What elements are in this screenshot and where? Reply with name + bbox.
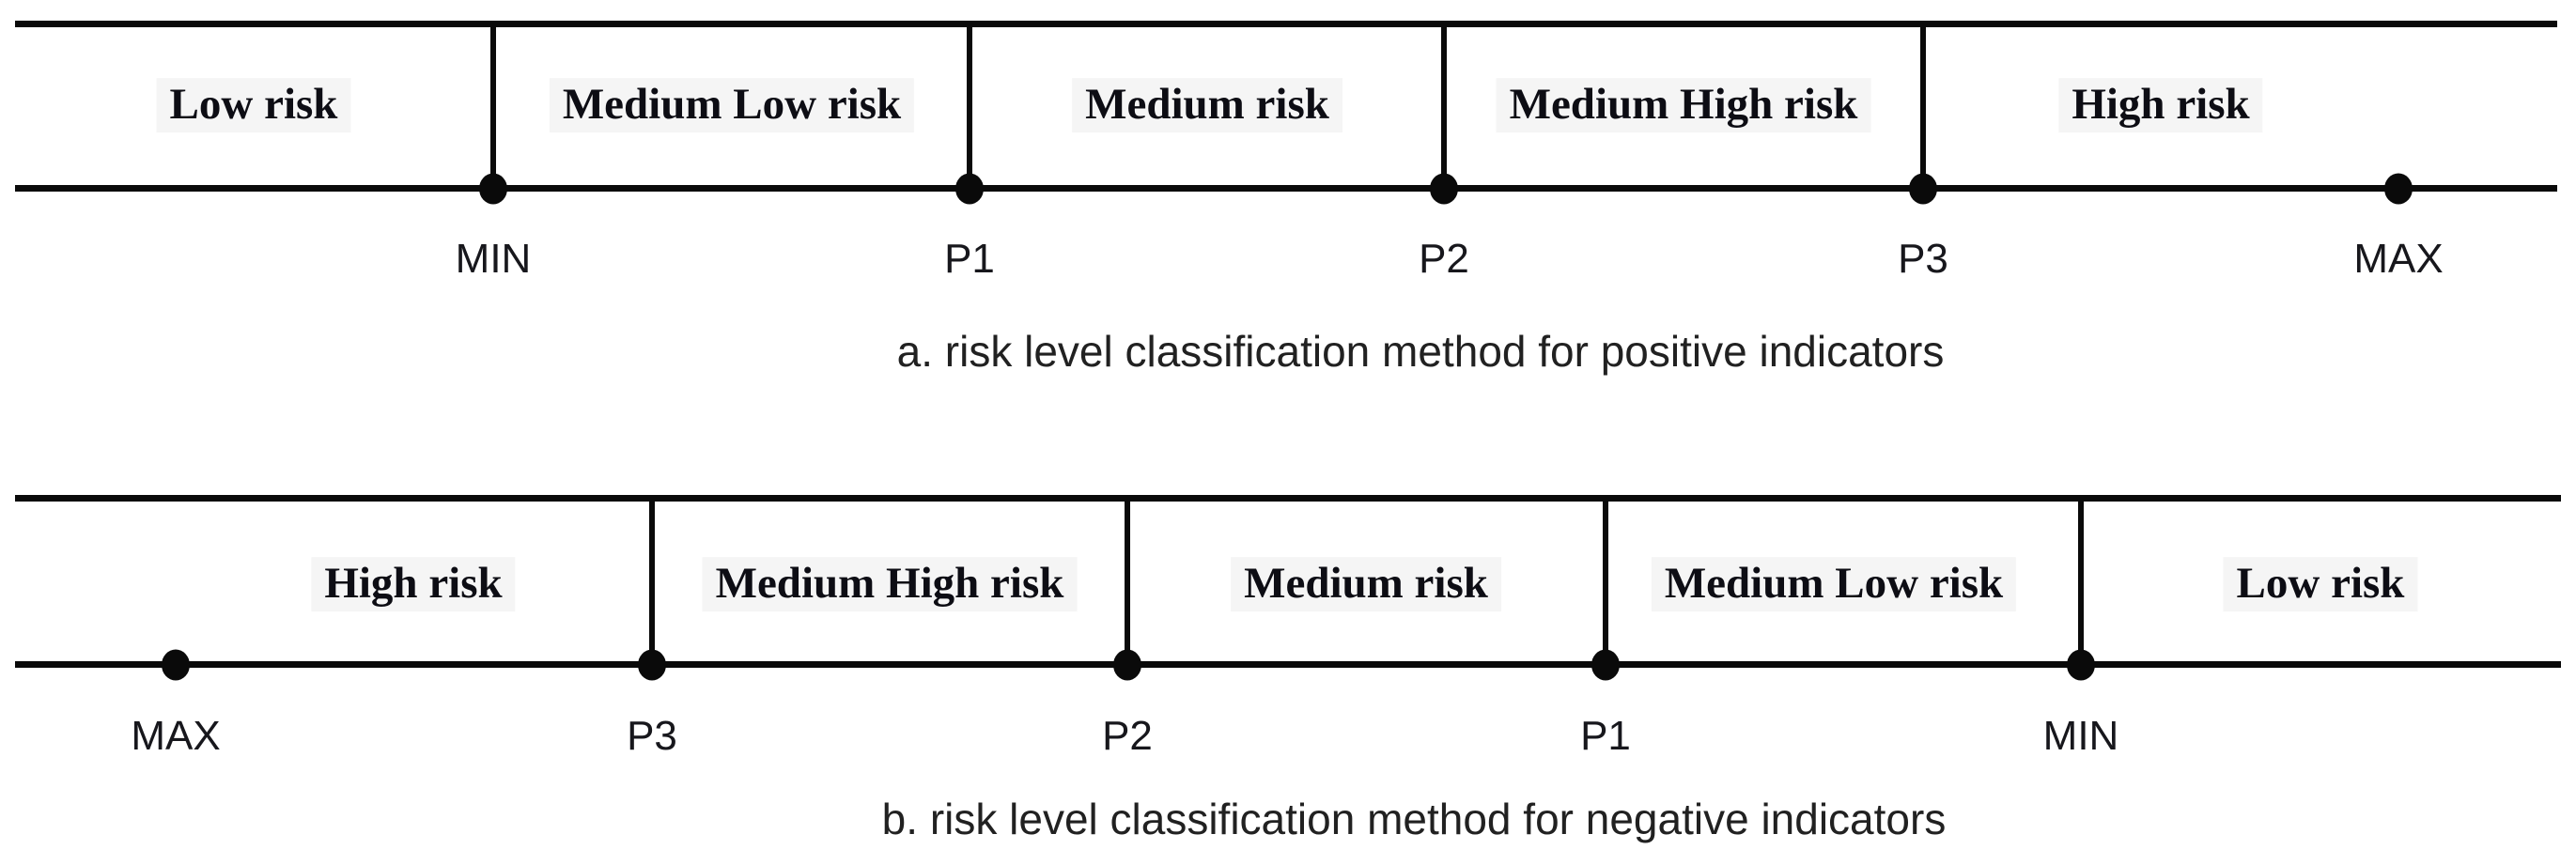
threshold-label-p2: P2 <box>1419 236 1469 282</box>
region-label-medium-risk: Medium risk <box>1231 557 1501 611</box>
threshold-dot-p3 <box>638 649 666 681</box>
threshold-dot-max <box>162 649 190 681</box>
threshold-label-max: MAX <box>2353 236 2444 282</box>
diagram-b-caption: b. risk level classification method for … <box>881 795 1947 843</box>
threshold-divider-min <box>490 23 496 189</box>
threshold-dot-min <box>2067 649 2095 681</box>
upper-axis-line <box>15 21 2557 27</box>
upper-axis-line <box>15 495 2561 502</box>
region-label-medium-low-risk: Medium Low risk <box>549 78 915 132</box>
lower-axis-line <box>15 185 2557 192</box>
threshold-dot-p3 <box>1909 173 1937 205</box>
threshold-divider-p1 <box>1603 498 1608 664</box>
threshold-dot-min <box>479 173 507 205</box>
threshold-divider-min <box>2078 498 2084 664</box>
threshold-divider-p3 <box>1920 23 1926 189</box>
region-label-medium-risk: Medium risk <box>1072 78 1342 132</box>
lower-axis-line <box>15 661 2561 668</box>
region-label-medium-low-risk: Medium Low risk <box>1651 557 2017 611</box>
region-label-low-risk: Low risk <box>2223 557 2418 611</box>
region-label-low-risk: Low risk <box>156 78 351 132</box>
threshold-divider-p1 <box>967 23 972 189</box>
threshold-label-max: MAX <box>131 713 221 759</box>
threshold-label-min: MIN <box>2042 713 2119 759</box>
threshold-dot-p1 <box>955 173 984 205</box>
threshold-label-p3: P3 <box>1898 236 1948 282</box>
region-label-medium-high-risk: Medium High risk <box>702 557 1078 611</box>
diagram-a-caption: a. risk level classification method for … <box>896 327 1945 376</box>
region-label-medium-high-risk: Medium High risk <box>1496 78 1871 132</box>
threshold-divider-p2 <box>1125 498 1130 664</box>
threshold-label-p3: P3 <box>627 713 677 759</box>
threshold-label-p1: P1 <box>944 236 995 282</box>
threshold-label-p2: P2 <box>1102 713 1153 759</box>
threshold-label-min: MIN <box>455 236 532 282</box>
region-label-high-risk: High risk <box>311 557 516 611</box>
threshold-divider-p2 <box>1441 23 1447 189</box>
threshold-dot-p2 <box>1430 173 1458 205</box>
threshold-dot-max <box>2384 173 2413 205</box>
threshold-dot-p1 <box>1591 649 1620 681</box>
threshold-label-p1: P1 <box>1580 713 1631 759</box>
region-label-high-risk: High risk <box>2058 78 2263 132</box>
threshold-divider-p3 <box>649 498 655 664</box>
threshold-dot-p2 <box>1113 649 1141 681</box>
